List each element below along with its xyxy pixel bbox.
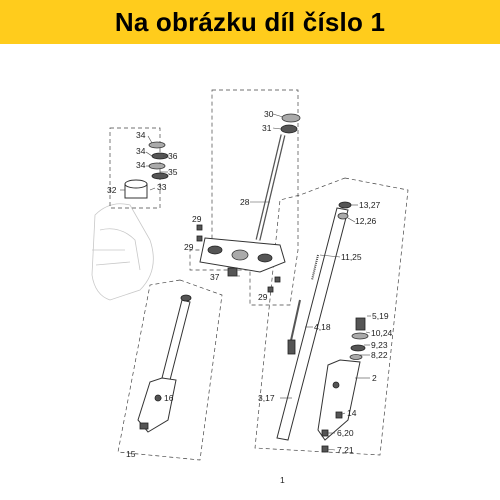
under-bracket: [199, 237, 286, 277]
label-16: 16: [164, 393, 174, 403]
label-14: 14: [347, 408, 357, 418]
left-fork-assembly: [137, 294, 192, 433]
steering-group-outline: [189, 89, 299, 306]
label-3-17: 3,17: [258, 393, 275, 403]
label-33: 33: [157, 182, 167, 192]
label-11-25: 11,25: [341, 252, 362, 262]
label-6-20: 6,20: [337, 428, 354, 438]
label-29-b: 29: [184, 242, 194, 252]
label-13-27: 13,27: [359, 200, 381, 210]
frame-ghost-sketch: [91, 203, 154, 301]
label-12-26: 12,26: [355, 216, 377, 226]
label-34-b: 34: [136, 146, 146, 156]
label-5-19: 5,19: [372, 311, 389, 321]
label-31: 31: [262, 123, 272, 133]
right-fork-assembly: [276, 201, 369, 453]
label-34-c: 34: [136, 160, 146, 170]
title-banner: Na obrázku díl číslo 1: [0, 0, 500, 44]
label-29-c: 29: [258, 292, 268, 302]
steering-stem: [255, 113, 301, 241]
label-10-24: 10,24: [371, 328, 393, 338]
label-4-18: 4,18: [314, 322, 331, 332]
label-7-21: 7,21: [337, 445, 354, 455]
label-36: 36: [168, 151, 178, 161]
bolt-29a: [196, 224, 203, 231]
bolt-29b: [196, 235, 203, 242]
bolt-29d: [267, 286, 274, 293]
label-34-a: 34: [136, 130, 146, 140]
label-8-22: 8,22: [371, 350, 388, 360]
label-15: 15: [126, 449, 136, 459]
label-29-a: 29: [192, 214, 202, 224]
label-9-23: 9,23: [371, 340, 388, 350]
label-35: 35: [168, 167, 178, 177]
bearing-stack: [124, 141, 169, 199]
label-30: 30: [264, 109, 274, 119]
right-fork-group-outline: [254, 177, 409, 456]
exploded-parts-diagram: 30 31 28 29 29 29 37 34 34 34 36 35 32 3…: [91, 89, 409, 485]
label-37: 37: [210, 272, 220, 282]
bearing-stack-outline: [109, 127, 161, 209]
bolt-29c: [274, 276, 281, 283]
label-1: 1: [280, 475, 285, 485]
label-32: 32: [107, 185, 117, 195]
banner-title: Na obrázku díl číslo 1: [114, 6, 386, 37]
leader-lines: [120, 113, 371, 451]
label-28: 28: [240, 197, 250, 207]
label-2: 2: [372, 373, 377, 383]
left-fork-group-outline: [117, 279, 223, 461]
